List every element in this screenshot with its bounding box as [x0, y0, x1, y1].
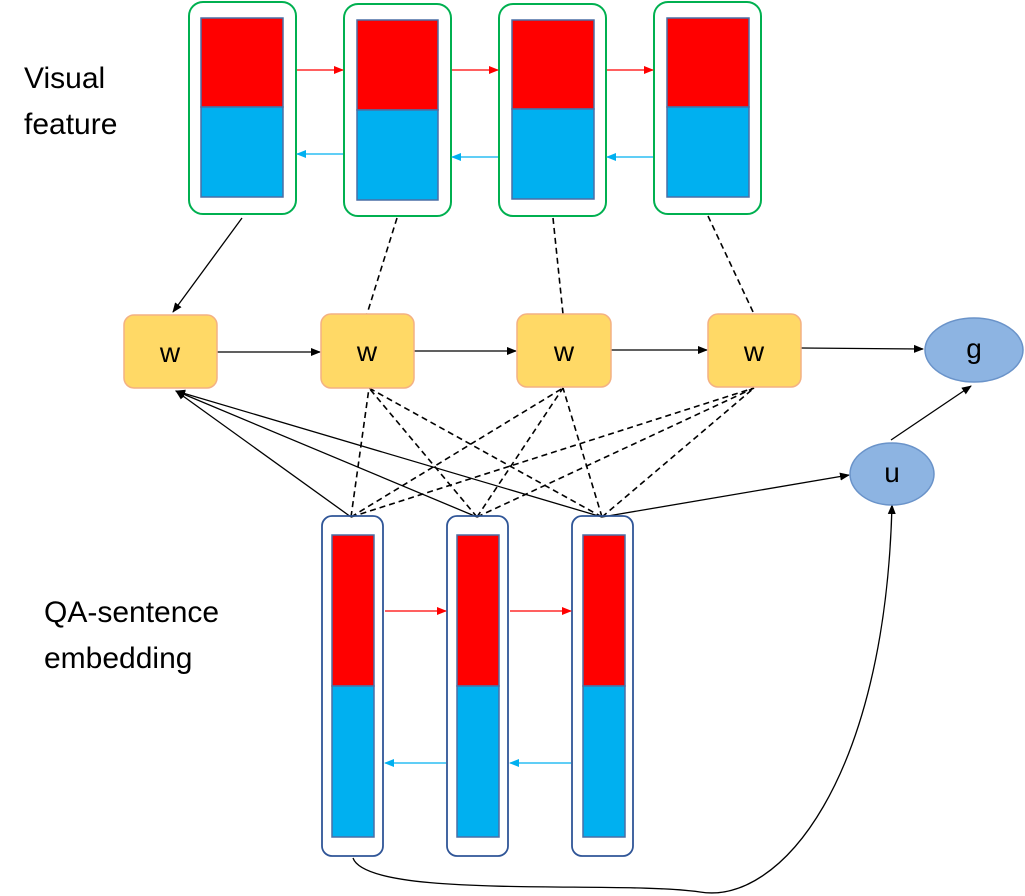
g-node-label: g: [966, 333, 982, 364]
visual-cell-1-forward-half: [200, 17, 284, 108]
visual-cell-3-forward-half: [511, 19, 595, 110]
g-node-ellipse: [924, 317, 1024, 383]
qa-cell-1-outline: [321, 515, 384, 857]
qa-cell-2-backward-half: [456, 685, 500, 838]
g-node: g: [924, 317, 1024, 383]
visual-feature-label-line2: feature: [24, 108, 118, 141]
w-node-2-label: w: [356, 336, 378, 367]
qa-cell-3-backward-half: [582, 685, 626, 838]
visual-cell-4-outline: [653, 1, 762, 215]
qa-cell-1-backward-half: [331, 685, 375, 838]
qa3-to-w4-dashed: [601, 387, 755, 518]
w-node-4: w: [707, 313, 802, 388]
qa-sentence-embedding-label: QA-sentence embedding: [44, 590, 219, 682]
visual-feature-label: Visual feature: [24, 56, 117, 148]
w-node-4-label: w: [743, 336, 765, 367]
qa2-to-w3-dashed: [476, 387, 564, 518]
visual-cell-2-forward-half: [356, 19, 439, 111]
w-node-3: w: [516, 313, 612, 388]
w-node-1-label: w: [159, 337, 181, 368]
w-node-3-box: [516, 313, 612, 388]
qa-cell-2-forward-half: [456, 534, 500, 687]
qa1-to-w2-dashed: [350, 387, 370, 518]
u-node-ellipse: [849, 442, 935, 506]
qa1-to-w1-arrow: [175, 390, 352, 518]
qa3-to-w2-dashed: [368, 387, 603, 518]
qa1-to-w4-dashed: [350, 387, 755, 518]
qa-cell-1-forward-half: [331, 534, 375, 687]
visual-to-w2-dashed: [366, 217, 398, 315]
visual-cell-3: [498, 3, 607, 217]
qa1-to-u-curve-arrow: [352, 504, 896, 894]
qa-cell-3-outline: [571, 515, 634, 857]
qa-sentence-embedding-label-line1: QA-sentence: [44, 596, 220, 629]
qa-cell-3-forward-half: [582, 534, 626, 687]
visual-cell-1-outline: [188, 1, 297, 215]
qa2-to-w1-arrow: [175, 390, 478, 518]
visual-cell-4-forward-half: [666, 17, 750, 108]
visual-cell-2: [343, 3, 452, 217]
u-to-g-arrow: [890, 385, 972, 441]
w-node-1-box: [123, 314, 218, 389]
w-node-1: w: [123, 314, 218, 389]
qa-cell-3: [571, 515, 634, 857]
w-node-2-box: [320, 313, 415, 389]
qa-cell-2: [446, 515, 509, 857]
visual-cell-3-outline: [498, 3, 607, 217]
visual-to-w4-dashed: [707, 215, 755, 315]
w-node-4-box: [707, 313, 802, 388]
qa3-to-u-arrow: [601, 472, 850, 518]
u-node: u: [849, 442, 935, 506]
qa1-to-w3-dashed: [350, 387, 564, 518]
qa-cell-2-outline: [446, 515, 509, 857]
visual-cell-2-outline: [343, 3, 452, 217]
w4-to-g-arrow: [800, 344, 924, 353]
visual-cell-2-backward-half: [356, 109, 439, 201]
visual-to-w3-dashed: [552, 217, 564, 315]
qa-sentence-embedding-label-line2: embedding: [44, 642, 193, 675]
qa-cell-1: [321, 515, 384, 857]
visual-cell-1-backward-half: [200, 106, 284, 198]
qa3-to-w1-arrow: [175, 389, 603, 518]
qa3-to-w3-dashed: [562, 387, 603, 518]
visual-cell-3-backward-half: [511, 108, 595, 200]
visual-cell-4: [653, 1, 762, 215]
qa2-to-w4-dashed: [476, 387, 755, 518]
visual-to-w1-arrow: [172, 217, 243, 313]
u-node-label: u: [884, 457, 900, 488]
qa2-to-w2-dashed: [368, 387, 478, 518]
w-node-2: w: [320, 313, 415, 389]
visual-cell-1: [188, 1, 297, 215]
visual-feature-label-line1: Visual: [24, 62, 106, 95]
qa-to-w-dashed-connections: [350, 387, 755, 518]
visual-cell-4-backward-half: [666, 106, 750, 198]
w-node-3-label: w: [553, 336, 575, 367]
